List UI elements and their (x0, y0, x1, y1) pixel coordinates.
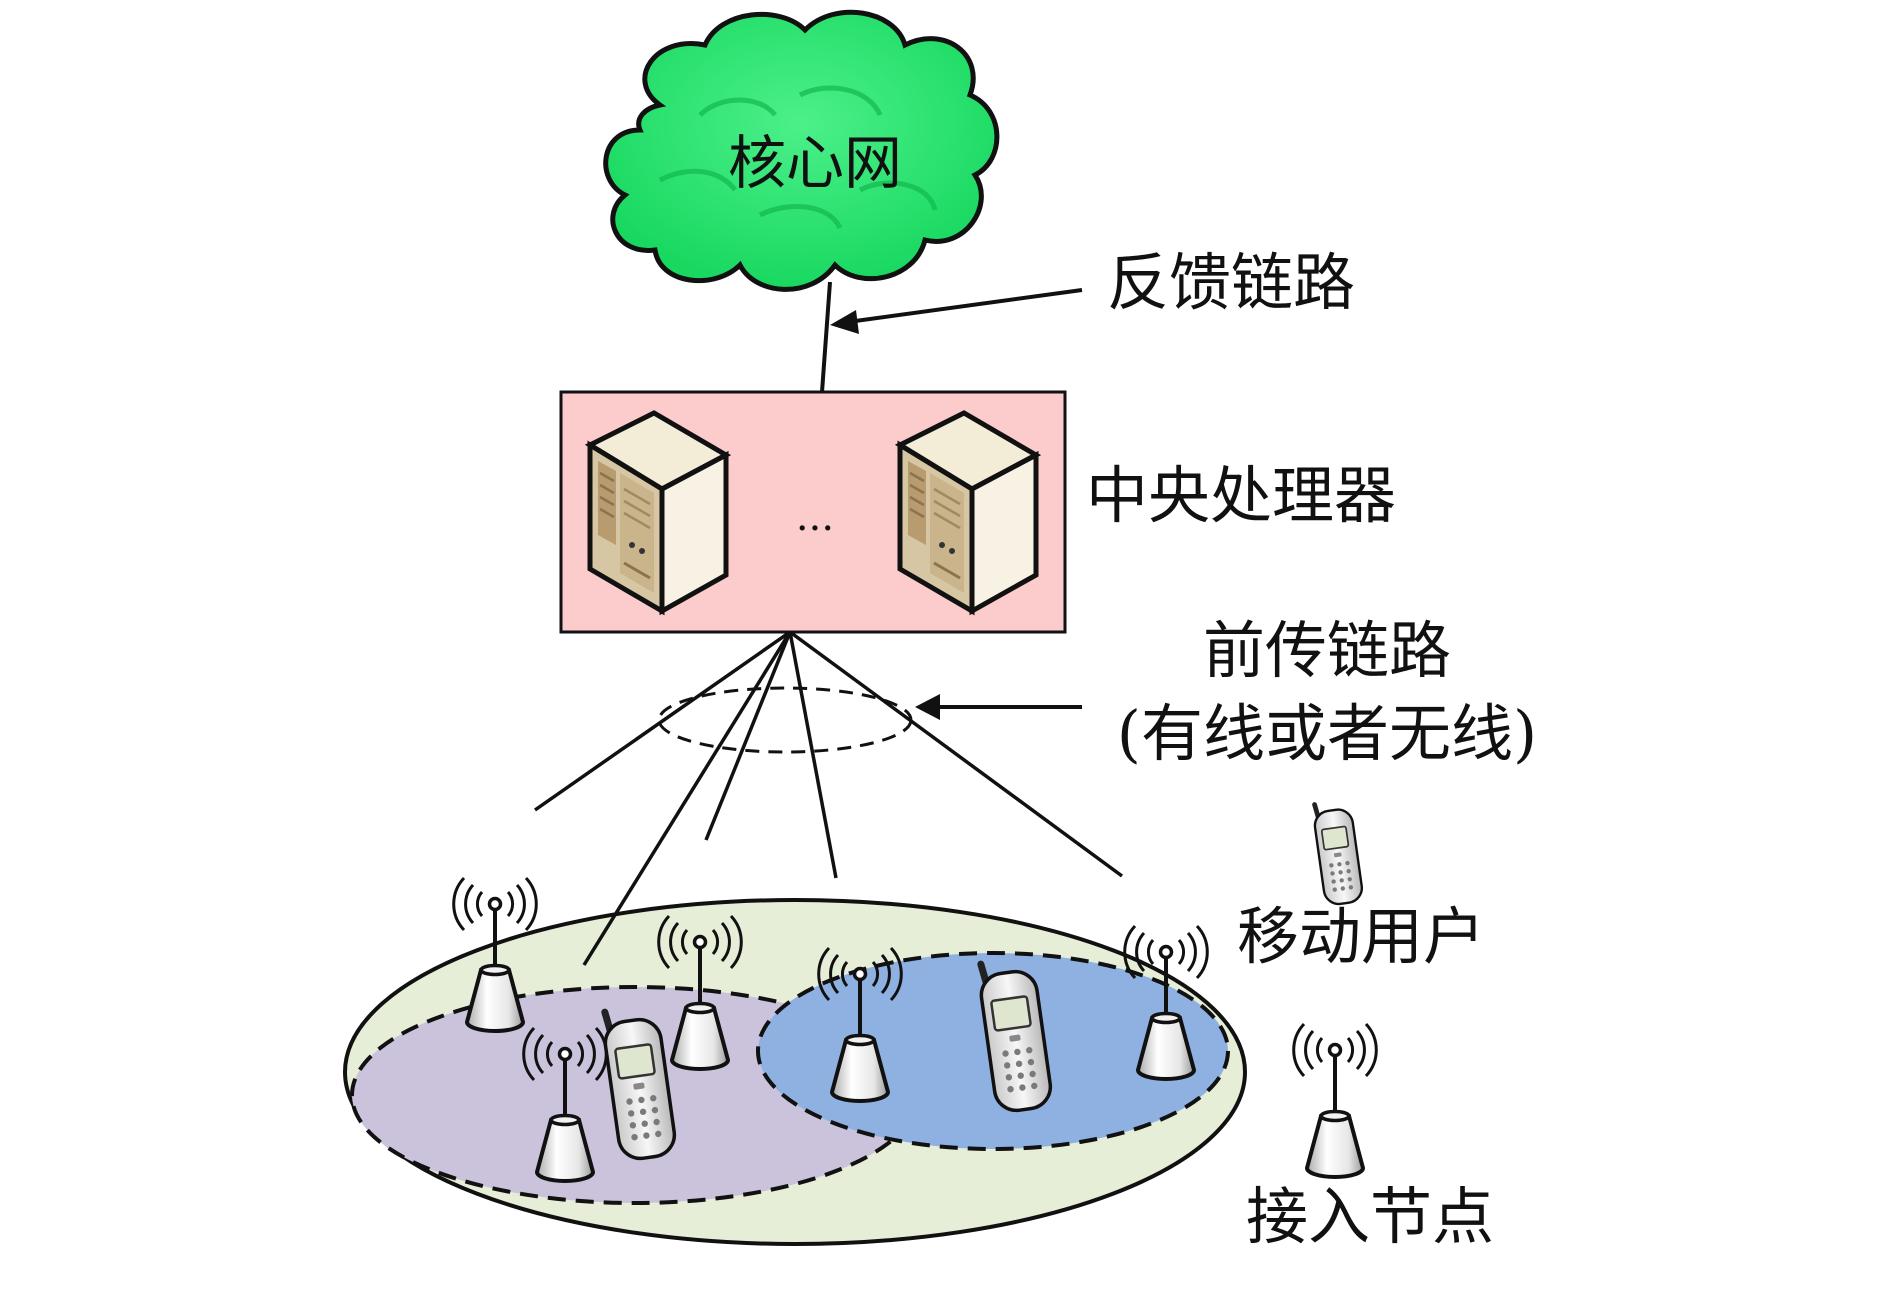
feedback-link-label: 反馈链路 (1107, 246, 1355, 319)
fronthaul-link-label-line1: 前传链路 (1203, 614, 1451, 687)
cloud-shape (603, 9, 1000, 292)
fronthaul-links (533, 630, 1124, 966)
cloud-inner-swirls (658, 85, 938, 230)
core-network-cloud: 核心网 (603, 9, 1000, 292)
core-network-label: 核心网 (728, 129, 902, 197)
fronthaul-arrow-head (915, 694, 940, 720)
fronthaul-bundle-ellipse (657, 686, 913, 754)
server-icon (900, 413, 1036, 611)
legend-mobile-user-label: 移动用户 (1237, 900, 1485, 973)
legend: 移动用户 接入节点 (1237, 800, 1494, 1253)
fronthaul-link-line (788, 631, 838, 879)
feedback-arrow-head (830, 310, 859, 334)
server-icon (590, 413, 726, 611)
servers-ellipsis: ··· (796, 506, 834, 552)
legend-access-node-label: 接入节点 (1246, 1180, 1494, 1253)
legend-mobile-user-icon (1312, 800, 1364, 906)
fronthaul-link-line (533, 630, 792, 812)
fronthaul-link-line (704, 631, 792, 841)
feedback-link-line (820, 281, 832, 393)
fronthaul-link-label-line2: (有线或者无线) (1117, 697, 1537, 770)
feedback-arrow-shaft (847, 288, 1083, 324)
central-processor: ··· (559, 390, 1067, 634)
central-processor-label: 中央处理器 (1086, 459, 1396, 532)
legend-access-node-icon (1291, 1022, 1379, 1179)
fronthaul-link-line (788, 630, 1124, 878)
